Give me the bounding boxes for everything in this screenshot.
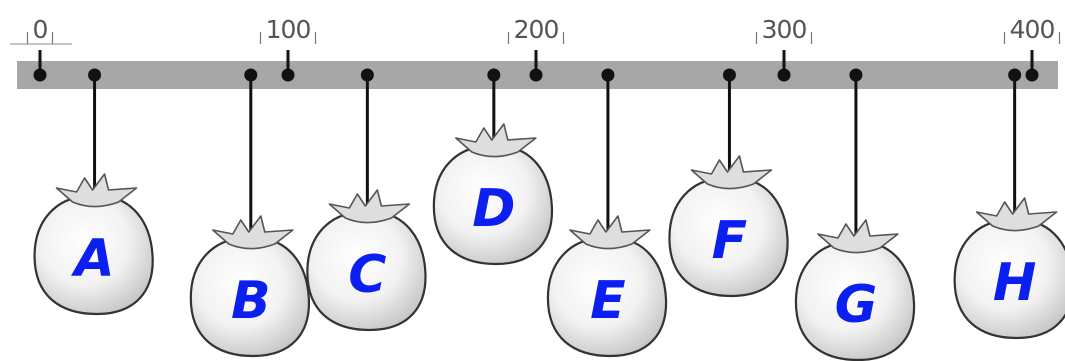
bag-letter: B: [231, 271, 271, 331]
bag-body: [546, 236, 668, 358]
bag-body: [953, 218, 1065, 340]
bag-anchor-dot: [1008, 68, 1022, 82]
bag-body: [668, 176, 789, 298]
bag-tuft: [212, 215, 294, 250]
bag-body: [432, 144, 553, 266]
bag-d: D: [432, 68, 553, 266]
bag-tuft: [975, 197, 1058, 232]
tick-label: 400: [1010, 15, 1055, 44]
bag-letter: E: [590, 271, 626, 331]
bag-tuft: [569, 215, 651, 250]
bag-tuft: [455, 123, 537, 158]
bag-c: C: [306, 68, 427, 332]
bag-body: [794, 240, 916, 361]
tick-bracket: [26, 32, 54, 44]
bag-anchor-dot: [360, 68, 374, 82]
bag-anchor-dot: [487, 68, 501, 82]
bag-group: A B C D E F G H: [33, 68, 1065, 361]
bag-letter: H: [993, 253, 1037, 313]
tick-dot: [529, 68, 543, 82]
tick-0: 0: [10, 15, 72, 82]
tick-dot: [1025, 68, 1039, 82]
tick-bracket: [507, 32, 565, 44]
tick-400: 400: [1003, 15, 1061, 82]
bag-e: E: [546, 68, 668, 358]
bag-anchor-dot: [849, 68, 863, 82]
bag-f: F: [668, 68, 789, 298]
tick-group: 0 100 200 300 400: [10, 15, 1061, 82]
bag-g: G: [794, 68, 916, 361]
bag-tuft: [817, 219, 899, 254]
bag-letter: C: [348, 245, 386, 305]
tick-bracket: [259, 32, 317, 44]
tick-label: 100: [266, 15, 311, 44]
bag-letter: A: [70, 229, 114, 289]
bag-a: A: [33, 68, 154, 316]
tick-dot: [777, 68, 791, 82]
tick-bracket: [755, 32, 813, 44]
bag-tuft: [690, 155, 773, 190]
tick-label: 200: [514, 15, 559, 44]
tick-label: 0: [33, 15, 48, 44]
bag-anchor-dot: [88, 68, 102, 82]
tick-100: 100: [259, 15, 317, 82]
bag-anchor-dot: [722, 68, 736, 82]
tick-dot: [33, 68, 47, 82]
tick-300: 300: [755, 15, 813, 82]
tick-200: 200: [507, 15, 565, 82]
bag-letter: D: [472, 179, 515, 239]
tick-dot: [281, 68, 295, 82]
bag-body: [33, 194, 154, 316]
bag-anchor-dot: [244, 68, 258, 82]
bag-letter: F: [712, 211, 748, 271]
bag-h: H: [953, 68, 1065, 340]
bag-tuft: [55, 173, 138, 208]
bag-b: B: [189, 68, 310, 358]
bag-anchor-dot: [601, 68, 615, 82]
bag-tuft: [328, 189, 411, 224]
bag-body: [189, 236, 310, 358]
tick-label: 300: [762, 15, 807, 44]
bag-body: [306, 210, 427, 332]
bag-letter: G: [835, 275, 878, 335]
tick-bracket: [1003, 32, 1061, 44]
